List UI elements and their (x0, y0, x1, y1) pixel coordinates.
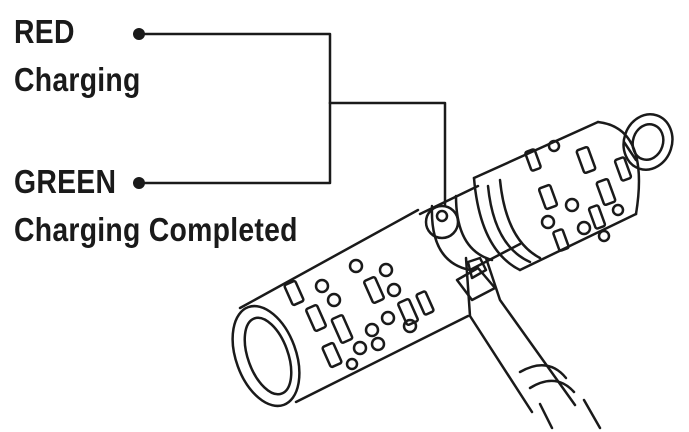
leader-line-to-led (328, 101, 447, 207)
led-window (424, 204, 460, 240)
leader-line-green (137, 101, 332, 185)
device-right-cylinder (472, 113, 674, 272)
charging-cable (455, 256, 602, 430)
leader-line-red (137, 32, 332, 105)
key-ring (622, 113, 674, 171)
cylinder-opening-inner (243, 316, 293, 396)
legend-red-color-label: RED (14, 13, 75, 50)
leader-lines (133, 28, 447, 207)
device-center-joint (418, 184, 522, 272)
legend-green-color-label: GREEN (14, 163, 117, 200)
device-left-cylinder (231, 208, 470, 408)
cylinder-opening-outer (231, 304, 301, 408)
legend-green-state-label: Charging Completed (14, 211, 298, 248)
led-indicator (435, 209, 449, 223)
legend-red-state-label: Charging (14, 61, 141, 98)
